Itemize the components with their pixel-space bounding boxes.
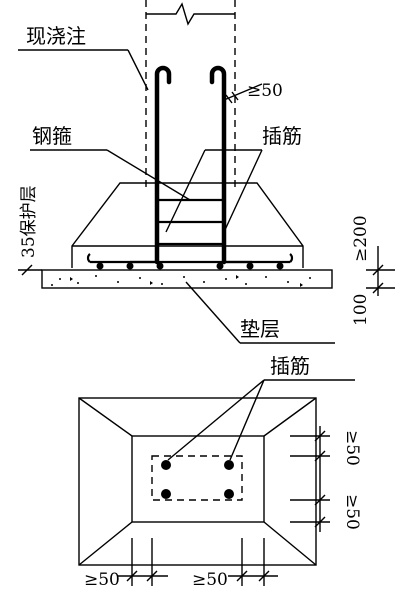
label-cushion: 垫层 — [240, 317, 280, 341]
plan-diagonal — [78, 521, 133, 566]
dim-tick — [314, 430, 326, 442]
leader-cushion — [185, 281, 241, 344]
plan-rebar-dot — [161, 489, 171, 499]
plan-rebar-dot — [224, 460, 234, 470]
dim-tick — [126, 570, 138, 582]
dim-line-top — [223, 83, 263, 101]
label-min50-plan-bottom-2: ≥50 — [192, 570, 228, 590]
cushion-layer — [41, 269, 333, 289]
cushion-hatch — [51, 275, 311, 287]
plan-column-pedestal — [131, 435, 265, 523]
label-dowel-plan: 插筋 — [270, 354, 310, 378]
leader-dowel-1 — [165, 149, 206, 233]
dim-tick — [372, 282, 384, 294]
dim-tick — [146, 570, 158, 582]
dim-tick — [231, 91, 239, 101]
plan-outer-base — [78, 397, 317, 566]
rebar-dot — [96, 262, 104, 270]
footing-outline — [71, 182, 304, 268]
plan-leader-2 — [229, 379, 265, 461]
plan-diagonal — [263, 521, 317, 566]
dim-tick — [236, 570, 248, 582]
label-min200: ≥200 — [351, 215, 371, 262]
plan-leader-1 — [167, 379, 265, 461]
plan-diagonal — [263, 397, 317, 437]
dim-tick — [314, 450, 326, 462]
label-100: 100 — [351, 294, 371, 326]
rebar-dot — [276, 262, 284, 270]
leader-cast-in-place — [127, 49, 149, 91]
leader-dowel-2 — [223, 149, 263, 233]
label-min50-plan-bottom-1: ≥50 — [84, 570, 120, 590]
dim-tick — [258, 570, 270, 582]
label-cover-35: 35保护层 — [19, 185, 39, 258]
rebar-dot — [216, 262, 224, 270]
bottom-rebar-hook-right — [289, 253, 294, 263]
plan-rebar-dot — [224, 489, 234, 499]
bottom-rebar-hook-left — [86, 253, 91, 263]
dim-tick — [372, 264, 384, 276]
break-line-symbol — [146, 2, 235, 26]
dim-tick — [225, 94, 233, 104]
leader-stirrup — [106, 149, 191, 201]
rebar-dot — [126, 262, 134, 270]
label-dowel-top: 插筋 — [262, 124, 302, 148]
dim-tick — [314, 494, 326, 506]
dim-tick — [21, 264, 33, 276]
plan-diagonal — [78, 397, 133, 437]
label-min50-plan-right-2: ≥50 — [342, 494, 362, 530]
dim-tick — [314, 516, 326, 528]
rebar-dot — [156, 262, 164, 270]
label-min50-top: ≥50 — [247, 81, 283, 101]
plan-column-outline — [151, 455, 243, 501]
dowel-bar-left — [154, 65, 172, 265]
label-cast-in-place: 现浇注 — [26, 24, 86, 48]
label-min50-plan-right-1: ≥50 — [342, 430, 362, 466]
dowel-bar-right — [209, 65, 227, 265]
label-stirrup: 钢箍 — [32, 124, 72, 148]
rebar-dot — [246, 262, 254, 270]
plan-rebar-dot — [161, 460, 171, 470]
